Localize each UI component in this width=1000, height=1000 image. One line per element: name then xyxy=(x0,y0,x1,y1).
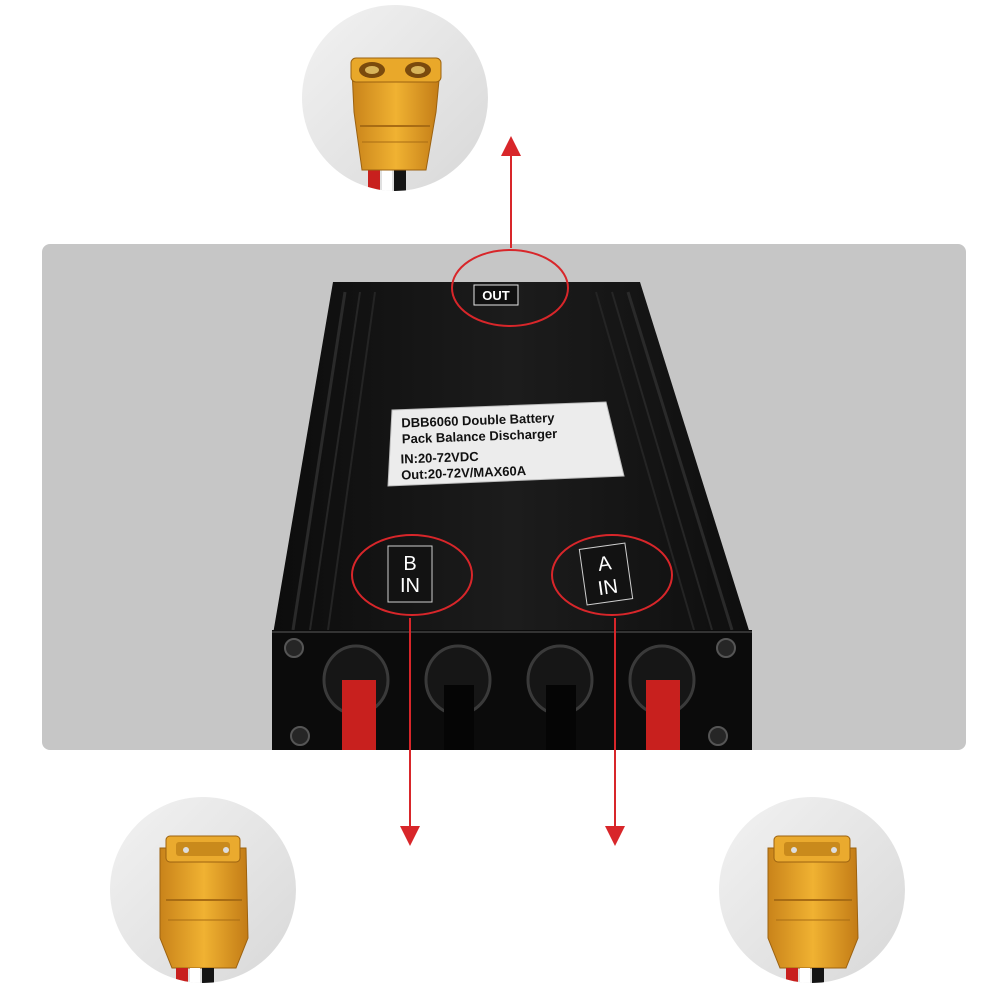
label-line-3: IN:20-72VDC xyxy=(400,449,479,467)
male-xt90-connector-icon xyxy=(719,797,905,983)
label-line-2: Pack Balance Discharger xyxy=(402,426,558,446)
screw-icon xyxy=(708,726,728,746)
out-highlight-circle xyxy=(451,249,569,327)
b-letter: B xyxy=(403,553,416,575)
out-tag xyxy=(473,284,519,306)
out-label: OUT xyxy=(482,288,510,303)
b-in-label: IN xyxy=(400,575,420,597)
female-xt90-connector-icon xyxy=(302,5,488,191)
a-in-tag xyxy=(578,542,634,606)
red-wire-b xyxy=(342,680,376,750)
a-in-highlight-circle xyxy=(551,534,673,616)
b-in-tag xyxy=(387,545,433,603)
red-wire-a xyxy=(646,680,680,750)
a-letter: A xyxy=(596,552,613,576)
label-line-1: DBB6060 Double Battery xyxy=(401,410,555,430)
a-in-label: IN xyxy=(597,576,620,601)
label-line-4: Out:20-72V/MAX60A xyxy=(401,463,527,482)
screw-icon xyxy=(716,638,736,658)
b-in-highlight-circle xyxy=(351,534,473,616)
spec-label xyxy=(387,401,625,487)
black-wire-a xyxy=(546,685,576,750)
screw-icon xyxy=(284,638,304,658)
male-xt90-connector-icon xyxy=(110,797,296,983)
screw-icon xyxy=(290,726,310,746)
black-wire-b xyxy=(444,685,474,750)
cable-glands xyxy=(322,644,696,750)
